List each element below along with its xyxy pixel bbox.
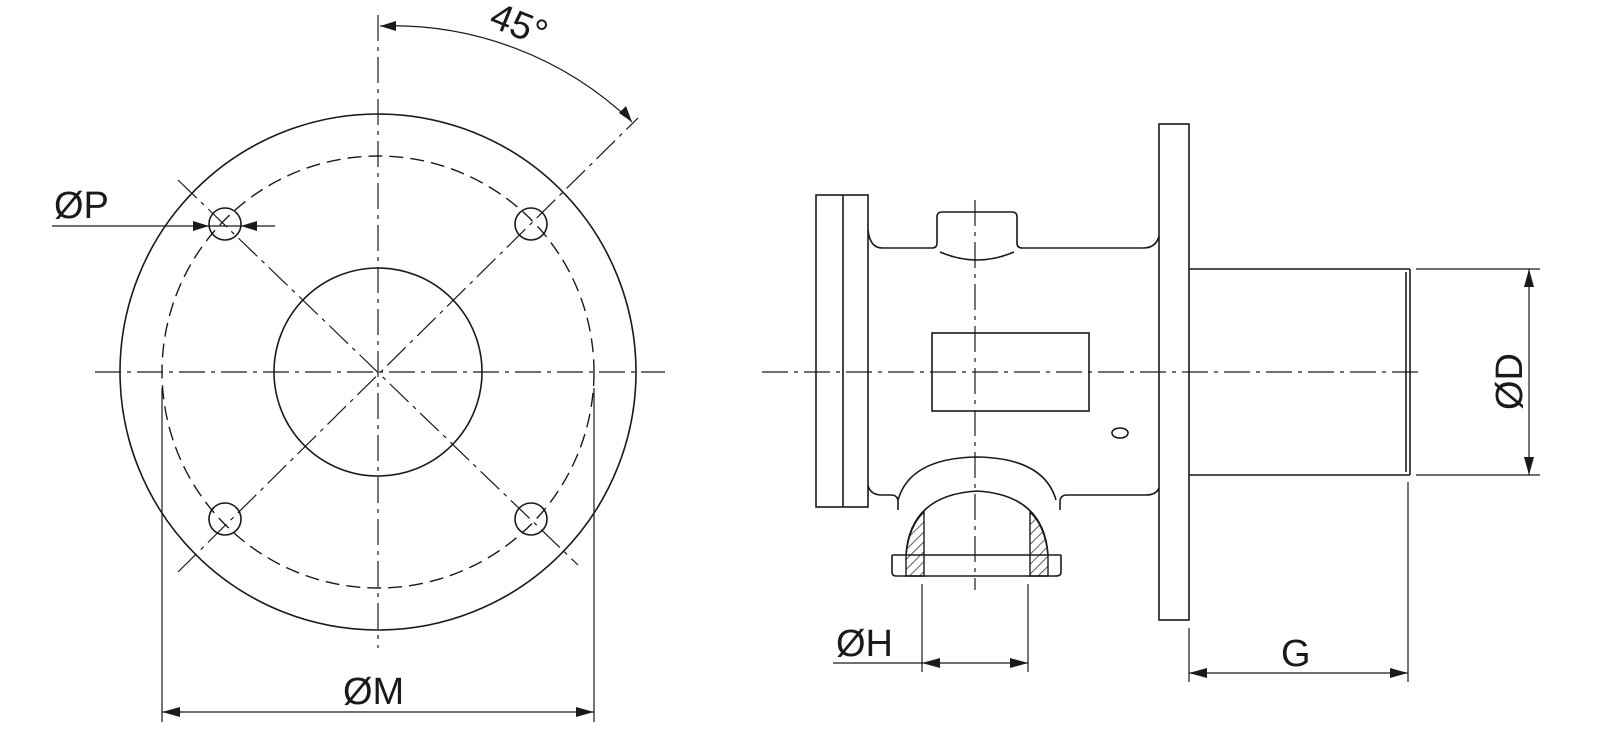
body-bottom-edge [867,484,899,510]
angle-dimension: 45° [379,0,633,123]
hole-diameter-dimension: ØP [52,185,275,231]
bolt-hole-bottom-left [208,502,242,536]
shaft-diameter-dimension: ØD [1416,268,1540,476]
bottom-outlet [891,456,1062,577]
body-top-edge [867,211,1160,249]
small-hole [1111,427,1129,439]
diagonal-centerline-b [177,179,579,566]
bore-diameter-label: ØH [836,623,893,665]
hatched-wall-right [1029,510,1049,577]
hole-diameter-label: ØP [54,185,109,227]
shaft-diameter-label: ØD [1489,353,1531,410]
bolt-hole-top-left [208,207,242,241]
pitch-diameter-label: ØM [343,671,404,713]
hatched-wall-left [905,510,925,577]
side-view: ØH G ØD [762,123,1540,682]
left-flange [815,194,869,508]
diagonal-centerline-a [177,117,639,573]
pitch-diameter-dimension: ØM [161,388,595,722]
bolt-hole-bottom-right [514,502,548,536]
angle-label: 45° [484,0,553,56]
bolt-hole-top-right [514,207,548,241]
shaft-length-label: G [1281,633,1311,675]
bore-diameter-dimension: ØH [833,584,1029,672]
front-view: 45° ØP ØM [52,0,665,722]
shaft-length-dimension: G [1188,482,1409,682]
